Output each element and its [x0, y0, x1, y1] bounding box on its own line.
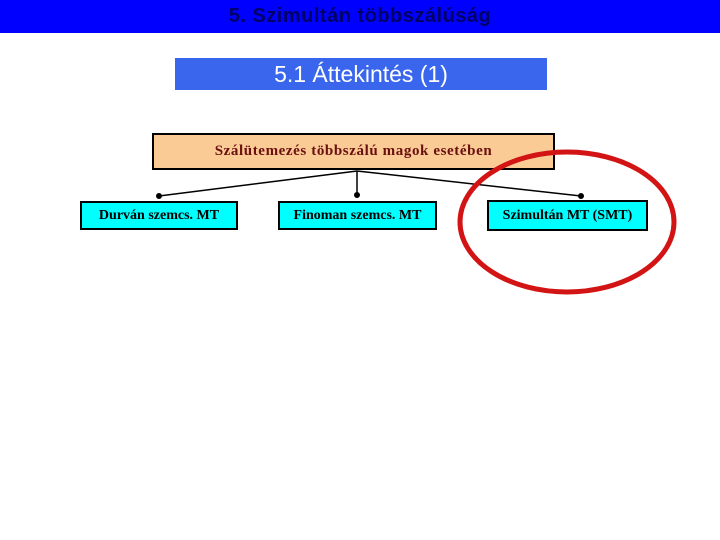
connector-line-right: [356, 170, 582, 197]
connector-line-left: [158, 170, 358, 197]
diagram-box-coarse-grained-mt: Durván szemcs. MT: [80, 201, 238, 230]
diagram-root-box: Szálütemezés többszálú magok esetében: [152, 133, 555, 170]
slide-subtitle: 5.1 Áttekintés (1): [274, 60, 448, 87]
connector-dot-middle: [354, 192, 360, 198]
connector-dot-right: [578, 193, 584, 199]
diagram-box-label: Durván szemcs. MT: [98, 207, 220, 223]
diagram-root-label: Szálütemezés többszálú magok esetében: [214, 143, 493, 159]
connector-dot-left: [156, 193, 162, 199]
slide-subtitle-bar: 5.1 Áttekintés (1): [175, 58, 547, 90]
diagram-box-label: Finoman szemcs. MT: [293, 207, 422, 223]
slide-title-bar: 5. Szimultán többszálúság: [0, 0, 720, 33]
slide-title: 5. Szimultán többszálúság: [228, 5, 492, 27]
diagram-box-label: Szimultán MT (SMT): [502, 207, 633, 223]
diagram-box-fine-grained-mt: Finoman szemcs. MT: [278, 201, 437, 230]
diagram-box-simultaneous-mt: Szimultán MT (SMT): [487, 200, 648, 231]
